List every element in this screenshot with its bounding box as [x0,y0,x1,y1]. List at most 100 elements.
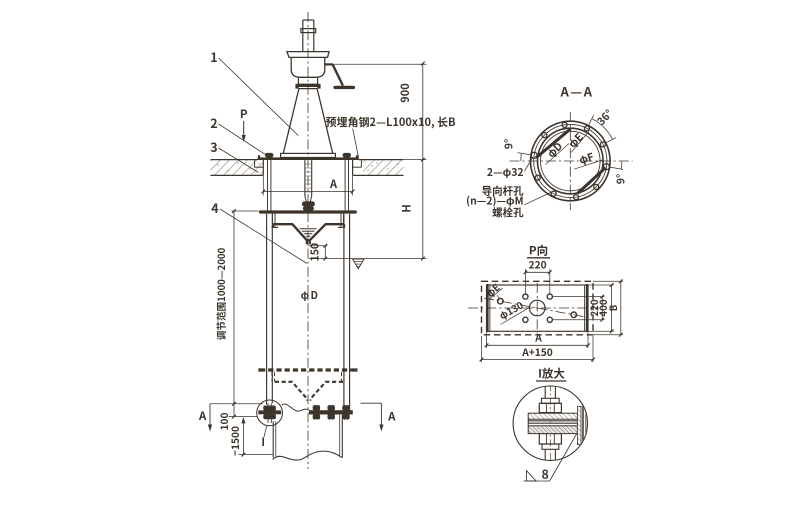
balloon-4-leader [219,208,308,264]
housing-bowl [290,57,326,78]
crank-arm [331,63,344,87]
concrete-dot [376,162,378,164]
balloon-2: 2 [210,113,217,132]
dim-tick [618,279,624,284]
dim-tick [323,256,328,261]
label-2-phi32: 2—φ32 [487,165,524,180]
lowered-plate-end [355,368,358,372]
weld-leader [549,433,578,482]
dim-400: 400 [596,299,610,316]
balloon-1: 1 [210,47,217,66]
dim-b: B [606,304,620,311]
concrete-hatch-left [210,160,264,176]
section-arrow-a-left [207,424,213,432]
dim-220-top: 220 [529,257,547,272]
balloon-3-leader [218,147,259,173]
screw-taper [309,195,313,202]
dim-tick [590,357,596,362]
aa-bolt-hole [572,193,580,201]
weld-size: 8 [542,464,549,483]
concrete-dot [371,165,373,167]
break-line-flange [281,403,310,412]
label-guide-rod-holes: 导向杆孔 [482,184,524,199]
dim-tick [484,343,489,348]
concrete-dot [367,169,369,171]
label-phi-e-line [570,131,590,153]
screw-taper [304,195,307,202]
concrete-dot [258,163,260,165]
dim-9deg-left: 9° [502,139,517,149]
aa-bolt-circle [533,123,608,199]
dim-tick [609,329,614,334]
dim-220-right: 220 [587,299,601,316]
adjusting-nut [301,201,315,207]
detail-i-marker: I [261,434,265,450]
base-plate [257,157,359,160]
view-p-title: P向 [529,243,548,259]
dim-tick [618,332,624,338]
aa-bolt-hole [541,131,548,139]
base-plate-tab [257,155,261,160]
bottom-flange-left [258,410,282,415]
detail-nut-top [538,402,562,414]
embedded-angle-leader [352,128,360,159]
lowered-funnel-dashed [274,380,309,401]
flange-bolt-nut [327,405,335,411]
dim-a: A [329,176,338,192]
detail-plate-bottom [527,425,578,435]
gland-bolt [317,84,321,89]
p-guide-hole [496,297,504,305]
dim-arc-36 [591,118,613,140]
embedded-angle-note: 预埋角钢2—L100x10, 长B [326,114,457,130]
p-bolt-hole [522,293,529,300]
concrete-dot [249,168,251,170]
dim-150: 150 [307,243,322,262]
bottom-flange [309,410,353,415]
dim-a-plus-150: A+150 [521,344,553,359]
weld-fillet-symbol [525,469,538,482]
view-p: P向 220 220 400 B A A+150 φE φ130 [468,243,624,363]
detail-i: I放大 8 [512,366,589,483]
concrete-dot [237,162,239,164]
detail-tube-wall [577,405,582,445]
label-bolt-holes: 螺栓孔 [492,205,524,220]
gland-flange [296,83,320,87]
aa-tube-id [540,130,601,192]
aa-bolt-hole [599,141,607,148]
dim-tick [231,208,237,214]
detail-i-circle [256,399,284,427]
dim-tick [231,401,237,407]
dim-tick [323,243,328,248]
leader-bolt-holes [524,191,552,206]
section-a-left: A [198,408,207,424]
flange-bolt-nut [312,414,321,420]
balloon-4: 4 [211,198,219,217]
section-arrow-a-right [379,424,384,432]
dim-tick [609,282,614,288]
dim-tick [420,157,426,162]
leader-2-phi32 [524,157,533,172]
lowered-funnel-dashed [309,380,343,401]
aa-bolt-hole [561,121,568,129]
lower-plate [258,210,357,214]
phi-d-symbol: φ [301,288,310,303]
funnel-right [308,223,345,245]
dim-h: H [399,204,415,212]
concrete-hatch-right [363,160,404,176]
concrete-dot [227,170,229,172]
adjusting-nut [302,206,314,211]
detail-washer-bottom [541,443,560,450]
label-phi-f-line [573,159,603,170]
cone-wall-right [316,88,334,154]
ext-line [606,137,617,143]
dim-100: 100 [216,412,231,430]
dim-tick [523,270,528,275]
dim-tick [479,357,484,362]
ext-line [517,152,531,156]
front-view: φ D I 1 2 3 4 预埋角钢2—L100x10, 长B P A 900 … [198,12,456,469]
concrete-dot [387,168,389,170]
view-p-arrow-label: P [240,106,248,122]
dim-a-p: A [534,330,542,345]
balloon-2-leader [218,123,268,156]
